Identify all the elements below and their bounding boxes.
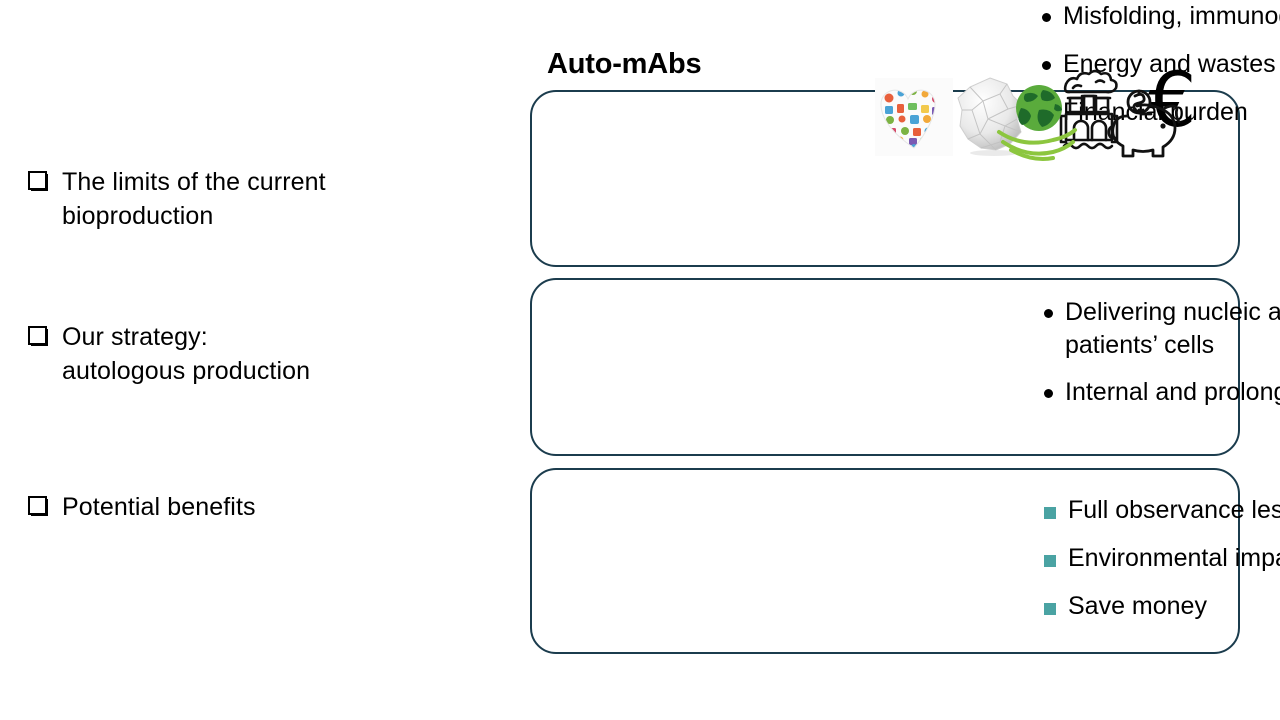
- icon-cluster-limits: €: [940, 62, 1200, 163]
- crumpled-paper-ball-icon: [950, 74, 1030, 161]
- bullet-square-icon: [1044, 555, 1056, 567]
- list-item: Environmental impact: [1044, 542, 1280, 575]
- agenda-item-label: The limits of the current bioproduction: [62, 168, 326, 230]
- hand-holding-green-globe-icon: [993, 80, 1085, 171]
- content-column: Auto-mAbs Misfolding, immunogenicity and…: [500, 0, 1280, 720]
- piggy-bank-icon: [1107, 86, 1195, 165]
- health-heart-collage-icon: [875, 78, 953, 161]
- callout-box-strategy: [530, 278, 1240, 456]
- agenda-item-benefits[interactable]: Potential benefits: [28, 490, 256, 524]
- checkbox-square-icon: [28, 496, 48, 516]
- bullet-square-icon: [1044, 507, 1056, 519]
- list-item: Full observance less adverse event: [1044, 494, 1280, 527]
- bullet-label: Save money: [1068, 592, 1207, 620]
- callout-box-benefits: [530, 468, 1240, 654]
- list-item: Misfolding, immunogenicity and poor adhe…: [1042, 0, 1280, 33]
- bullet-label: Delivering nucleic acids onto patients’ …: [1065, 298, 1280, 359]
- agenda-item-limits[interactable]: The limits of the current bioproduction: [28, 165, 326, 233]
- bullet-dot-icon: [1042, 61, 1051, 70]
- list-item: Delivering nucleic acids onto patients’ …: [1044, 296, 1280, 362]
- checkbox-square-icon: [28, 171, 48, 191]
- agenda-item-label: Our strategy: autologous production: [62, 323, 311, 385]
- bullet-label: Full observance less adverse event: [1068, 496, 1280, 524]
- checkbox-square-icon: [28, 326, 48, 346]
- bullet-label: Environmental impact: [1068, 544, 1280, 572]
- list-item: Internal and prolonged delivery: [1044, 376, 1280, 409]
- agenda-item-strategy[interactable]: Our strategy: autologous production: [28, 320, 310, 388]
- panel-title: Auto-mAbs: [547, 48, 702, 80]
- bullet-dot-icon: [1044, 309, 1053, 318]
- bullet-square-icon: [1044, 603, 1056, 615]
- agenda-column: The limits of the current bioproduction …: [0, 0, 500, 720]
- euro-currency-icon: €: [1148, 55, 1197, 144]
- bullet-dot-icon: [1042, 13, 1051, 22]
- icon-cluster-benefits: [875, 78, 1195, 178]
- factory-pollution-icon: [1048, 68, 1130, 161]
- list-item: Save money: [1044, 590, 1280, 623]
- bullet-label: Internal and prolonged delivery: [1065, 378, 1280, 406]
- bullet-label: Misfolding, immunogenicity and poor adhe…: [1063, 2, 1280, 30]
- bullet-dot-icon: [1044, 389, 1053, 398]
- agenda-item-label: Potential benefits: [62, 493, 256, 521]
